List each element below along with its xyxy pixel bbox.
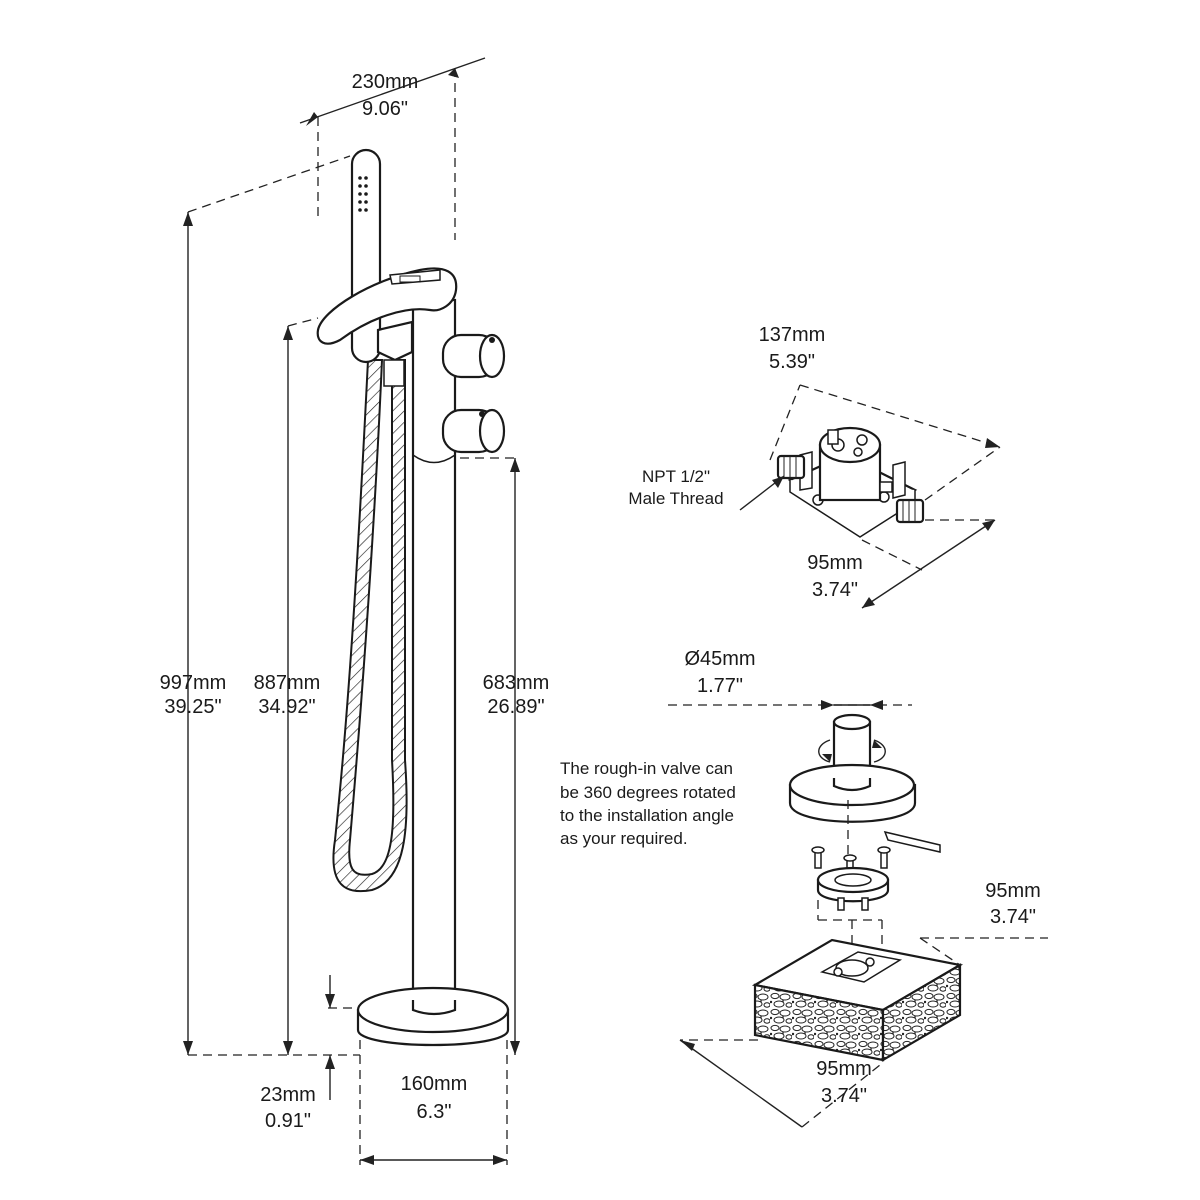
valve-depth-in-label: 3.74" [812, 579, 858, 601]
box-depth-in-label: 3.74" [990, 906, 1036, 928]
shower-hose [332, 359, 408, 893]
box-width-mm-label: 95mm [816, 1058, 872, 1080]
valve-width-mm-label: 137mm [759, 324, 826, 346]
handle-height-mm-label: 683mm [483, 672, 550, 694]
faucet-drawing [316, 148, 510, 1047]
faucet-spout [316, 267, 458, 345]
faucet-dimension-lines [183, 57, 520, 1165]
valve-width-in-label: 5.39" [769, 351, 815, 373]
installation-drawing [751, 713, 964, 1062]
npt-thread-right [895, 498, 925, 524]
box-depth-mm-label: 95mm [985, 880, 1041, 902]
spout-height-mm-label: 887mm [254, 672, 321, 694]
pipe-diameter-mm-label: Ø45mm [684, 648, 755, 670]
base-diameter-in-label: 6.3" [417, 1101, 452, 1123]
npt-thread-left [776, 454, 806, 480]
thread-label-line1: NPT 1/2" [642, 467, 710, 486]
box-width-in-label: 3.74" [821, 1085, 867, 1107]
spout-height-in-label: 34.92" [258, 696, 315, 718]
rotation-note-line4: as your required. [560, 829, 688, 848]
rough-in-valve-drawing [776, 426, 925, 538]
installation-dimension-lines [668, 700, 1048, 1128]
shower-nozzles [358, 176, 368, 212]
shower-holder [376, 320, 414, 362]
base-thickness-mm-label: 23mm [260, 1084, 316, 1106]
valve-depth-mm-label: 95mm [807, 552, 863, 574]
width-in-label: 9.06" [362, 98, 408, 120]
base-diameter-mm-label: 160mm [401, 1073, 468, 1095]
rotation-note-line2: be 360 degrees rotated [560, 783, 736, 802]
rotation-note-line1: The rough-in valve can [560, 759, 733, 778]
total-height-in-label: 39.25" [164, 696, 221, 718]
thread-label-line2: Male Thread [628, 489, 723, 508]
pipe-diameter-in-label: 1.77" [697, 675, 743, 697]
faucet-base [356, 986, 510, 1047]
mounting-ring [816, 866, 890, 911]
concrete-base [751, 938, 964, 1062]
base-flange [788, 763, 917, 823]
base-thickness-in-label: 0.91" [265, 1110, 311, 1132]
faucet-column [411, 298, 457, 1002]
rotation-arrows [818, 739, 886, 763]
temperature-handle [441, 333, 506, 379]
valve-dimension-lines [739, 384, 1001, 609]
flow-handle [441, 408, 506, 454]
hex-key [883, 830, 941, 853]
handle-height-in-label: 26.89" [487, 696, 544, 718]
width-mm-label: 230mm [352, 71, 419, 93]
rotation-note-line3: to the installation angle [560, 806, 734, 825]
total-height-mm-label: 997mm [160, 672, 227, 694]
